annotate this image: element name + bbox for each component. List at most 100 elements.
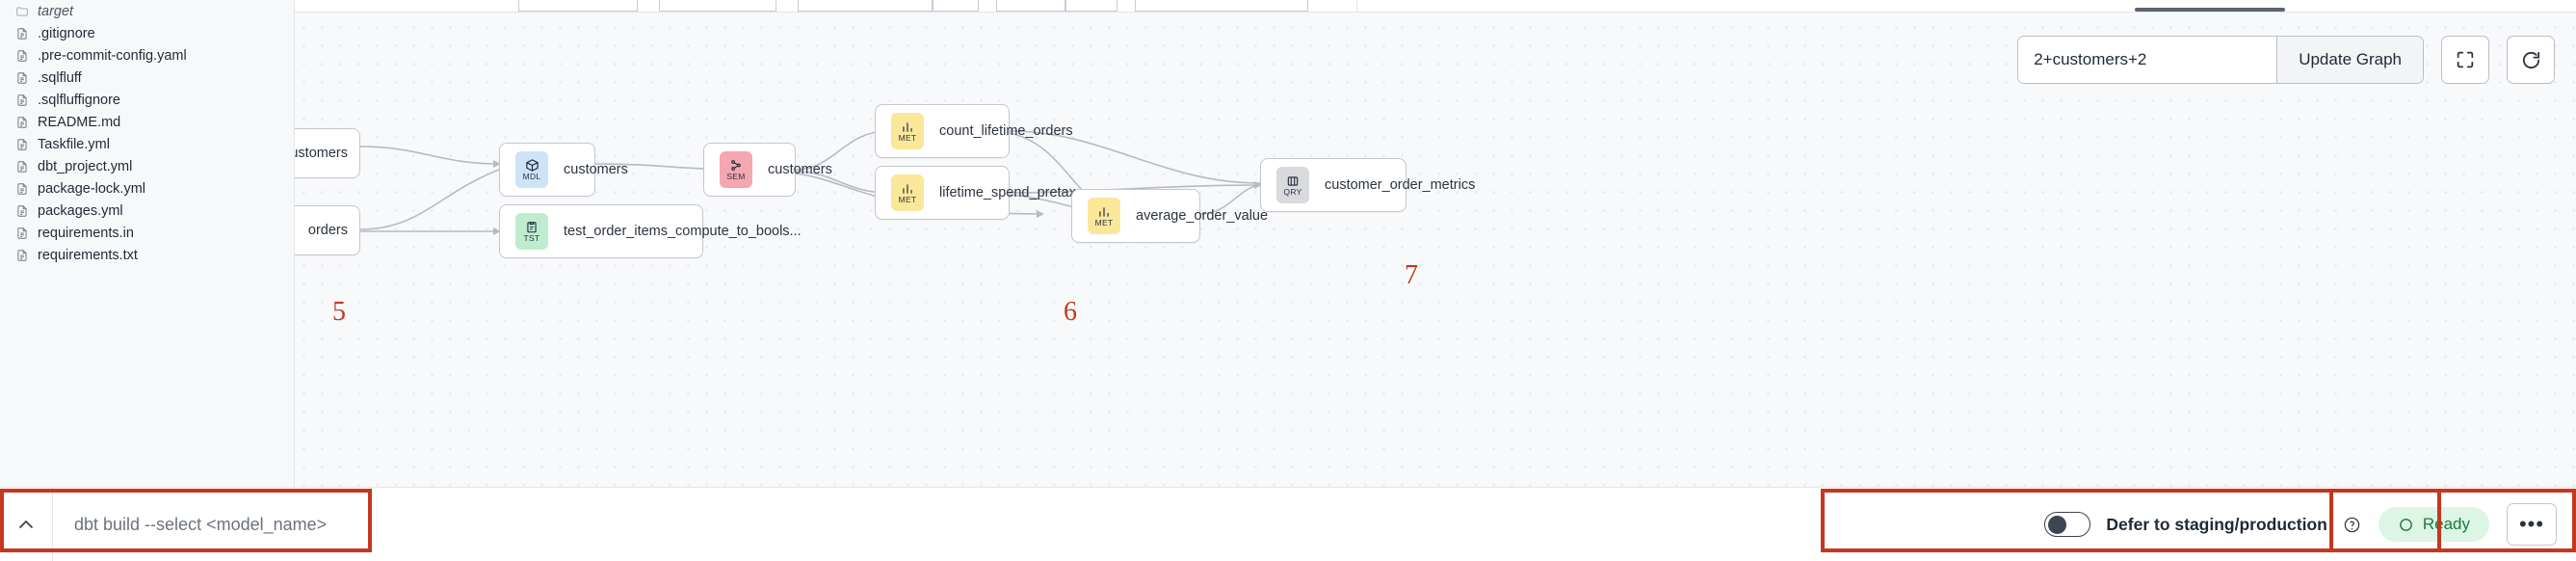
- file-row[interactable]: Taskfile.yml: [0, 133, 294, 155]
- met-badge-icon: MET: [1088, 198, 1120, 234]
- file-icon: [15, 137, 29, 152]
- badge-code: MET: [898, 132, 917, 143]
- file-label: target: [38, 3, 74, 19]
- status-badge: Ready: [2378, 507, 2489, 542]
- graph-node-customers-mdl[interactable]: MDL customers: [499, 143, 628, 197]
- update-graph-button[interactable]: Update Graph: [2276, 37, 2423, 83]
- file-label: .gitignore: [38, 25, 95, 41]
- file-icon: [15, 115, 29, 130]
- refresh-icon[interactable]: [2507, 36, 2555, 84]
- tab-stub[interactable]: [518, 0, 638, 12]
- node-label: average_order_value: [1136, 208, 1269, 224]
- graph-node-lifetime-spend-pretax[interactable]: MET lifetime_spend_pretax: [875, 166, 1076, 220]
- annotation-number-7: 7: [1405, 260, 1418, 290]
- file-icon: [15, 48, 29, 64]
- graph-toolbar: Update Graph: [2017, 36, 2555, 84]
- defer-toggle[interactable]: [2044, 512, 2091, 537]
- file-icon: [15, 93, 29, 108]
- file-row[interactable]: .pre-commit-config.yaml: [0, 44, 294, 67]
- defer-group: Defer to staging/production: [2006, 512, 2360, 537]
- file-row[interactable]: package-lock.yml: [0, 177, 294, 200]
- file-explorer-sidebar: target .gitignore .pre-commit-config.yaml.…: [0, 0, 295, 487]
- graph-select-input[interactable]: [2018, 37, 2277, 83]
- bottom-command-bar: Defer to staging/production Ready •••: [0, 487, 2576, 561]
- toggle-knob: [2048, 515, 2067, 534]
- node-label: lifetime_spend_pretax: [939, 185, 1076, 200]
- annotation-number-5: 5: [332, 297, 346, 327]
- graph-node-stg-customers[interactable]: stg_customers: [295, 128, 360, 178]
- file-label: requirements.in: [38, 225, 134, 241]
- file-label: Taskfile.yml: [38, 136, 110, 152]
- tab-stub[interactable]: [933, 0, 979, 12]
- file-label: .pre-commit-config.yaml: [38, 47, 187, 64]
- file-label: packages.yml: [38, 202, 123, 219]
- node-label: test_order_items_compute_to_bools...: [564, 224, 802, 239]
- file-icon: [15, 181, 29, 197]
- graph-node-orders[interactable]: orders: [295, 205, 360, 255]
- defer-label: Defer to staging/production: [2106, 514, 2327, 534]
- circle-icon: [2398, 517, 2414, 533]
- more-options-button[interactable]: •••: [2507, 503, 2557, 546]
- sem-badge-icon: SEM: [720, 151, 752, 188]
- tab-stub[interactable]: [996, 0, 1065, 12]
- bottom-bar-right: Defer to staging/production Ready •••: [2006, 503, 2576, 546]
- help-circle-icon[interactable]: [2343, 516, 2361, 534]
- badge-code: MDL: [522, 172, 541, 182]
- tst-badge-icon: TST: [515, 213, 548, 250]
- badge-code: MET: [1094, 217, 1114, 227]
- file-row[interactable]: requirements.txt: [0, 244, 294, 266]
- qry-badge-icon: QRY: [1276, 167, 1309, 203]
- folder-icon: [15, 4, 29, 19]
- node-label: orders: [307, 223, 348, 238]
- file-label: package-lock.yml: [38, 180, 146, 197]
- file-icon: [15, 159, 29, 174]
- chevron-up-icon[interactable]: [0, 488, 53, 561]
- tab-stub[interactable]: [1135, 0, 1308, 12]
- tab-stub[interactable]: [798, 0, 933, 12]
- graph-node-customers-sem[interactable]: SEM customers: [703, 143, 832, 197]
- graph-node-test-order-items[interactable]: TST test_order_items_compute_to_bools...: [499, 204, 802, 258]
- file-label: requirements.txt: [38, 247, 138, 263]
- badge-code: SEM: [726, 172, 746, 182]
- node-label: count_lifetime_orders: [939, 123, 1073, 139]
- tab-strip-divider: [1356, 0, 1357, 13]
- badge-code: MET: [898, 194, 917, 204]
- badge-code: TST: [523, 233, 540, 244]
- file-row[interactable]: .sqlfluffignore: [0, 89, 294, 111]
- file-row[interactable]: target: [0, 0, 294, 22]
- active-tab-underline: [2135, 8, 2285, 12]
- file-list: target .gitignore .pre-commit-config.yaml.…: [0, 0, 294, 266]
- status-label: Ready: [2422, 515, 2470, 533]
- tab-stub[interactable]: [659, 0, 776, 12]
- file-icon: [15, 203, 29, 219]
- met-badge-icon: MET: [891, 174, 924, 211]
- file-label: .sqlfluffignore: [38, 92, 120, 108]
- graph-select-group: Update Graph: [2017, 36, 2424, 84]
- node-label: stg_customers: [295, 146, 348, 161]
- met-badge-icon: MET: [891, 113, 924, 149]
- fullscreen-icon[interactable]: [2441, 36, 2489, 84]
- graph-node-average-order-value[interactable]: MET average_order_value: [1071, 189, 1268, 243]
- file-row[interactable]: README.md: [0, 111, 294, 133]
- graph-node-count-lifetime-orders[interactable]: MET count_lifetime_orders: [875, 104, 1073, 158]
- editor-tab-strip: [295, 0, 2576, 13]
- badge-code: QRY: [1283, 186, 1302, 197]
- file-row[interactable]: .sqlfluff: [0, 67, 294, 89]
- annotation-number-6: 6: [1064, 297, 1077, 327]
- file-icon: [15, 70, 29, 86]
- file-icon: [15, 26, 29, 41]
- tab-stub[interactable]: [1065, 0, 1117, 12]
- graph-node-customer-order-metrics[interactable]: QRY customer_order_metrics: [1260, 158, 1475, 212]
- file-row[interactable]: packages.yml: [0, 200, 294, 222]
- file-label: dbt_project.yml: [38, 158, 133, 174]
- node-label: customer_order_metrics: [1325, 177, 1476, 193]
- file-row[interactable]: dbt_project.yml: [0, 155, 294, 177]
- file-icon: [15, 226, 29, 241]
- command-input[interactable]: [53, 488, 2007, 561]
- file-row[interactable]: requirements.in: [0, 222, 294, 244]
- file-row[interactable]: .gitignore: [0, 22, 294, 44]
- lineage-graph-pane[interactable]: stg_customers orders MDL customers TST t…: [295, 0, 2576, 487]
- mdl-badge-icon: MDL: [515, 151, 548, 188]
- file-label: .sqlfluff: [38, 69, 82, 86]
